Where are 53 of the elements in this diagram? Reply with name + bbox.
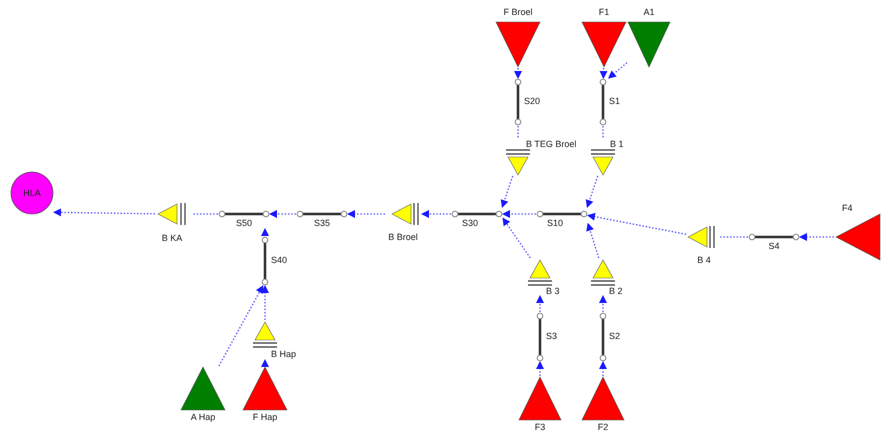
node-label: S20 [524,96,540,106]
flow-arrow [514,68,522,79]
node-label: B 3 [546,286,560,296]
node-label: F Hap [252,412,278,422]
node-label: S3 [546,331,558,341]
node-label: S30 [462,218,478,228]
node-label: S1 [609,96,620,106]
node-label: S40 [271,255,288,265]
node-label: S4 [768,241,780,251]
node-label: F1 [598,7,610,17]
node-label: A1 [644,7,654,17]
flow-arrow [502,210,536,218]
node-label: F2 [598,422,608,432]
node-label: S50 [236,218,252,228]
connector-line [192,213,218,215]
flow-arrow [536,361,544,376]
node-label: A Hap [190,412,216,422]
flow-arrow [53,208,155,216]
flow-arrow [261,359,269,367]
node-label: B Hap [271,349,296,359]
node-label: S10 [547,218,563,228]
node-label: F Broel [504,7,532,17]
flow-arrow [608,62,628,79]
flow-arrow [500,176,514,208]
flow-arrow [799,233,834,241]
flow-arrow [261,285,269,320]
flow-arrow [502,217,531,258]
flow-arrow [218,285,264,366]
node-label: HLA [23,188,41,198]
node-label: S35 [314,218,330,228]
flow-arrow [261,228,269,236]
flow-arrow [599,361,607,376]
node-label: F3 [534,422,546,432]
connector-line [720,236,748,238]
node-label: B Broel [388,232,418,242]
flow-arrow [587,212,686,235]
node-label: B 4 [697,255,711,265]
flow-arrow [600,68,608,79]
flow-arrow [586,222,600,258]
connector-line [517,126,519,138]
flow-arrow [421,210,451,218]
node-label: F4 [842,203,853,213]
node-label: B KA [162,233,182,243]
flow-arrow [347,210,385,218]
node-label: S2 [609,331,620,341]
node-label: B TEG Broel [526,139,576,149]
flow-arrow [599,295,607,312]
flow-arrow [586,176,598,208]
flow-arrow [269,210,296,218]
connector-line [602,126,604,138]
flow-arrow [536,295,544,312]
node-label: B 1 [610,139,624,149]
node-label: B 2 [609,286,623,296]
